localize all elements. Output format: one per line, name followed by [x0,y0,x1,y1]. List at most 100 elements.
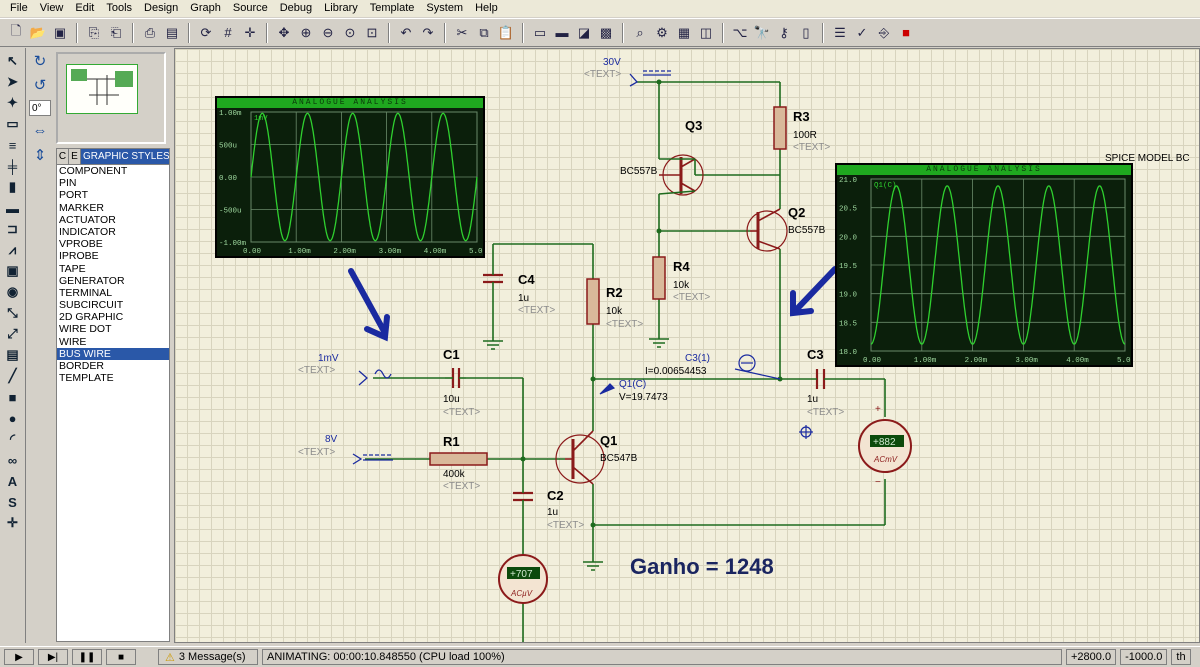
overview-viewport[interactable] [66,64,138,114]
block-move-icon[interactable]: ▬ [555,25,569,40]
current-probe-icon[interactable]: ⤢ [7,326,18,341]
bill-of-materials-icon[interactable]: ☰ [834,24,846,40]
selector-item[interactable]: BORDER [59,360,104,372]
pan-icon[interactable]: ✥ [278,24,290,40]
selector-item[interactable]: IPROBE [59,250,99,263]
menu-view[interactable]: View [39,2,64,14]
print-area-icon[interactable]: ▤ [165,24,179,40]
step-button[interactable]: ▶| [38,649,68,665]
selector-item[interactable]: PORT [59,189,88,202]
selector-item[interactable]: BUS WIRE [57,347,169,360]
decompose-icon[interactable]: ◫ [699,24,713,40]
menu-source[interactable]: Source [232,2,268,14]
messages-panel[interactable]: ⚠ 3 Message(s) [158,649,258,665]
menu-help[interactable]: Help [475,2,498,14]
paste-icon[interactable]: 📋 [497,24,515,40]
selector-item[interactable]: TAPE [59,262,86,275]
tape-recorder-icon[interactable]: ▣ [6,263,19,278]
undo-icon[interactable]: ↶ [400,24,412,40]
generator-icon[interactable]: ◉ [6,284,19,299]
block-copy-icon[interactable]: ▭ [533,24,547,40]
block-rotate-icon[interactable]: ◪ [577,24,591,40]
selector-item[interactable]: TERMINAL [59,286,113,299]
line-icon[interactable]: ╱ [8,368,17,383]
netlist-icon[interactable]: ⎆ [878,24,890,40]
mirror-horizontal-icon[interactable]: ⇔ [32,122,48,139]
overview-window[interactable] [56,52,166,144]
menu-design[interactable]: Design [144,2,179,14]
buses-icon[interactable]: ╪ [7,158,18,174]
text-script-icon[interactable]: ≡ [8,137,17,153]
selector-item[interactable]: VPROBE [59,238,103,251]
stop-button[interactable]: ■ [106,649,136,665]
text-icon[interactable]: A [7,473,18,489]
box-icon[interactable]: ■ [8,389,17,405]
selector-item[interactable]: ACTUATOR [59,213,116,226]
zoom-out-icon[interactable]: ⊖ [322,24,334,40]
wire-label-icon[interactable]: ▭ [6,116,19,131]
selector-tab-c[interactable]: C [57,149,69,164]
search-tag-icon[interactable]: 🔭 [753,24,771,40]
selector-item[interactable]: SUBCIRCUIT [59,299,124,312]
menu-system[interactable]: System [426,2,464,14]
selector-item[interactable]: 2D GRAPHIC [59,311,124,324]
selector-item[interactable]: INDICATOR [59,225,116,238]
zoom-in-icon[interactable]: ⊕ [300,24,312,40]
block-delete-icon[interactable]: ▩ [599,24,613,40]
selector-item[interactable]: COMPONENT [59,165,128,177]
menu-file[interactable]: File [10,2,28,14]
menu-library[interactable]: Library [324,2,358,14]
grid-icon[interactable]: # [224,25,232,40]
menu-debug[interactable]: Debug [279,2,313,14]
selector-item[interactable]: MARKER [59,201,104,214]
path-icon[interactable]: ∞ [7,452,18,468]
rotate-clockwise-icon[interactable]: ↻ [33,53,47,70]
selector-item[interactable]: PIN [59,177,77,190]
refresh-icon[interactable]: ⟳ [200,24,212,40]
open-folder-icon[interactable]: 📂 [29,24,47,40]
schematic-canvas[interactable]: + − C1 10u <TEXT> R1 400k <TEXT> C2 1u <… [174,48,1200,643]
pick-device-icon[interactable]: ⌕ [636,24,644,40]
zoom-area-icon[interactable]: ⊡ [366,24,378,40]
ares-icon[interactable]: ■ [902,25,910,40]
rotate-anticlockwise-icon[interactable]: ↺ [33,77,47,94]
selector-item[interactable]: WIRE DOT [59,323,112,336]
export-icon[interactable]: ⎗ [110,24,122,40]
property-tool-icon[interactable]: ⚷ [779,24,789,40]
import-icon[interactable]: ⎘ [88,24,100,40]
print-icon[interactable]: ⎙ [144,24,156,40]
graph-mode-icon[interactable]: ⩘ [8,242,17,257]
zoom-all-icon[interactable]: ⊙ [344,24,356,40]
electrical-rule-check-icon[interactable]: ✓ [856,24,868,40]
packaging-icon[interactable]: ▦ [677,24,691,40]
selector-item[interactable]: GENERATOR [59,274,125,287]
copy-icon[interactable]: ⧉ [479,24,489,40]
symbol-icon[interactable]: S [8,494,17,510]
play-button[interactable]: ▶ [4,649,34,665]
selector-tab-e[interactable]: E [69,149,81,164]
circle-icon[interactable]: ● [8,410,17,426]
pause-button[interactable]: ❚❚ [72,649,102,665]
menu-tools[interactable]: Tools [106,2,133,14]
selector-item[interactable]: WIRE [59,335,87,348]
wire-autorouter-icon[interactable]: ⌥ [732,24,748,40]
mirror-vertical-icon[interactable]: ⇕ [33,147,47,164]
component-mode-icon[interactable]: ➤ [7,74,18,89]
save-icon[interactable]: ▣ [53,24,67,40]
make-device-icon[interactable]: ⚙ [656,24,668,40]
junction-dot-icon[interactable]: ✦ [7,95,18,110]
arc-icon[interactable]: ◜ [9,431,16,446]
menu-edit[interactable]: Edit [75,2,95,14]
terminal-icon[interactable]: ▬ [6,200,19,216]
selector-item[interactable]: TEMPLATE [59,372,114,385]
subcircuit-icon[interactable]: ▮ [8,179,17,194]
redo-icon[interactable]: ↷ [422,24,434,40]
cut-icon[interactable]: ✂ [456,24,468,40]
menu-template[interactable]: Template [369,2,415,14]
selection-mode-icon[interactable]: ↖ [7,53,18,68]
new-file-icon[interactable]: 🗋 [10,22,22,38]
origin-icon[interactable]: ✛ [244,24,256,40]
device-pin-icon[interactable]: ⊐ [7,221,18,236]
